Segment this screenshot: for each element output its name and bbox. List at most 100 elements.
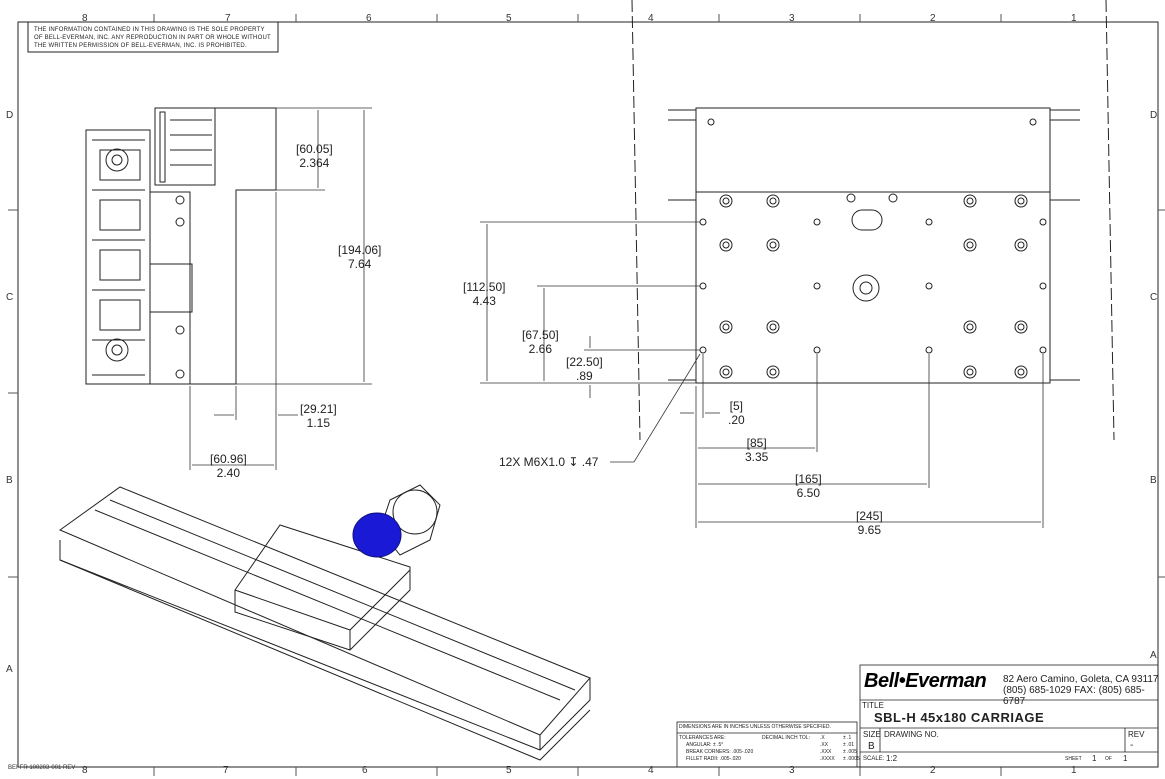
top-view-carriage [631, 0, 1115, 441]
dim-mm-value: [67.50] [522, 328, 559, 342]
zone-label-bottom: 1 [1071, 765, 1077, 776]
dim-mm-value: [194.06] [338, 243, 382, 257]
sheet-border [17, 21, 1159, 768]
tol-xxx-value: ± .005 [843, 749, 857, 755]
address-line-1: 82 Aero Camino, Goleta, CA 93117 [1003, 674, 1159, 685]
zone-row-right: A [1150, 650, 1157, 661]
document-number: BEI-FR 100203-001 REV [8, 765, 76, 771]
zone-label-bottom: 2 [930, 765, 936, 776]
zone-label-bottom: 7 [223, 765, 229, 776]
scale-label: SCALE: [863, 756, 885, 762]
zone-row-right: C [1150, 292, 1158, 303]
zone-label-top: 3 [789, 13, 795, 24]
size-value: B [868, 741, 875, 752]
mounting-holes [719, 194, 1028, 379]
zone-row-left: C [6, 292, 14, 303]
company-address: 82 Aero Camino, Goleta, CA 93117 (805) 6… [1003, 674, 1165, 707]
tapped-holes [699, 218, 1047, 354]
dim-inch-value: 9.65 [857, 523, 882, 537]
dim-mm-value: [165] [795, 472, 822, 486]
dim-inch-value: .89 [576, 369, 593, 383]
dim-mm-value: [5] [729, 399, 744, 413]
drawing-number-label: DRAWING NO. [884, 730, 939, 739]
tolerances-label: TOLERANCES ARE: [679, 735, 726, 741]
dim-inch-value: 6.50 [796, 486, 821, 500]
side-view-dimensions [189, 107, 372, 470]
motor-blue-component [352, 512, 402, 558]
dim-side-height-top: [60.05] 2.364 [296, 142, 333, 170]
dim-mm-value: [60.96] [210, 452, 247, 466]
dim-side-offset: [29.21] 1.15 [300, 402, 337, 430]
of-value: 1 [1123, 754, 1128, 763]
zone-label-top: 1 [1071, 13, 1077, 24]
dim-mm-value: [60.05] [296, 142, 333, 156]
dim-inch-value: .20 [728, 413, 745, 427]
dim-inch-value: 3.35 [745, 450, 769, 464]
zone-label-top: 5 [506, 13, 512, 24]
dim-inch-value: 7.64 [348, 257, 372, 271]
dim-top-85: [85] 3.35 [745, 436, 768, 464]
dim-top-165: [165] 6.50 [795, 472, 822, 500]
zone-label-top: 4 [648, 13, 654, 24]
dim-top-112: [112.50] 4.43 [463, 280, 505, 308]
dim-inch-value: 2.364 [299, 156, 330, 170]
dim-top-67: [67.50] 2.66 [522, 328, 559, 356]
dim-mm-value: [245] [856, 509, 883, 523]
zone-label-bottom: 8 [82, 765, 88, 776]
tol-xx-value: ± .01 [843, 742, 855, 748]
tol-xxxx: .XXXX [820, 756, 835, 762]
tol-xxxx-value: ± .0005 [843, 756, 860, 762]
decimal-label: DECIMAL INCH TOL: [762, 735, 810, 741]
zone-ticks [8, 14, 1165, 776]
zone-row-right: D [1150, 110, 1158, 121]
title-block [676, 664, 1159, 768]
rev-value: - [1130, 740, 1134, 751]
dim-inch-value: 2.40 [216, 466, 241, 480]
dim-mm-value: [85] [746, 436, 767, 450]
zone-row-right: B [1150, 475, 1157, 486]
dim-mm-value: [112.50] [463, 280, 506, 294]
fillet-radii: FILLET RADII: .005-.020 [686, 756, 741, 762]
zone-label-top: 7 [225, 13, 231, 24]
dim-top-245: [245] 9.65 [856, 509, 883, 537]
address-line-2: (805) 685-1029 FAX: (805) 685-6787 [1003, 685, 1145, 707]
angular-tolerance: ANGULAR: ± .5° [686, 742, 724, 748]
zone-row-left: D [6, 110, 14, 121]
zone-label-bottom: 6 [362, 765, 368, 776]
scale-value: 1:2 [886, 754, 898, 763]
drawing-title: SBL-H 45x180 CARRIAGE [874, 710, 1045, 725]
zone-row-left: B [6, 475, 13, 486]
dim-side-height-total: [194.06] 7.64 [338, 243, 381, 271]
zone-label-bottom: 3 [789, 765, 795, 776]
notice-box [27, 21, 279, 53]
dim-inch-value: 1.15 [306, 416, 331, 430]
zone-label-bottom: 5 [506, 765, 512, 776]
size-label: SIZE [863, 730, 881, 739]
zone-label-bottom: 4 [648, 765, 654, 776]
proprietary-notice: THE INFORMATION CONTAINED IN THIS DRAWIN… [34, 27, 271, 49]
zone-row-left: A [6, 664, 13, 675]
tol-xxx: .XXX [820, 749, 832, 755]
dim-mm-value: [29.21] [300, 402, 337, 416]
dim-mm-value: [22.50] [566, 355, 603, 369]
zone-label-top: 6 [366, 13, 372, 24]
isometric-actuator [58, 484, 591, 761]
hole-callout: 12X M6X1.0 ↧ .47 [499, 455, 599, 469]
company-logo: Bell•Everman [864, 670, 987, 692]
dim-inch-value: 4.43 [472, 294, 496, 308]
tol-x: .X [820, 735, 825, 741]
sheet-label: SHEET [1065, 756, 1082, 762]
break-corners: BREAK CORNERS: .005-.020 [686, 749, 754, 755]
tolerance-header: DIMENSIONS ARE IN INCHES UNLESS OTHERWIS… [679, 724, 831, 730]
zone-label-top: 8 [82, 13, 88, 24]
of-label: OF [1105, 756, 1112, 762]
zone-label-top: 2 [930, 13, 936, 24]
dim-inch-value: 2.66 [528, 342, 553, 356]
dim-top-5: [5] .20 [728, 399, 745, 427]
title-label: TITLE [862, 701, 884, 710]
top-view-dimensions [480, 221, 1044, 528]
tol-xx: .XX [820, 742, 829, 748]
dim-side-width: [60.96] 2.40 [210, 452, 247, 480]
sheet-value: 1 [1092, 754, 1097, 763]
